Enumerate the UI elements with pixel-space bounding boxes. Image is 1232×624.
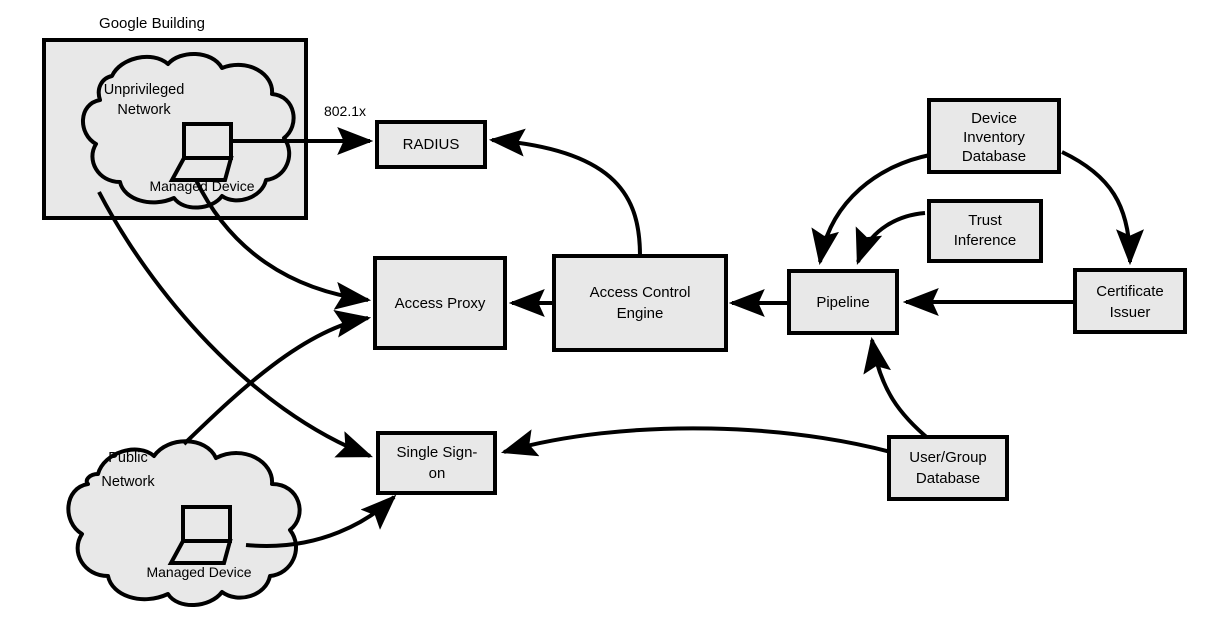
node-single-sign-on: Single Sign- on (376, 431, 497, 495)
edge-public-network-to-access-proxy (182, 309, 372, 446)
managed-device-icon-2 (167, 505, 233, 565)
edge-unprivileged-device-to-access-proxy (194, 179, 372, 310)
node-user-group-database: User/Group Database (887, 435, 1009, 501)
trust-inference-box (927, 199, 1043, 263)
edge-device-inventory-to-pipeline (811, 153, 931, 266)
public-network-label-line2: Network (101, 474, 155, 490)
single-sign-on-box (376, 431, 497, 495)
access-control-engine-label-line2: Engine (617, 305, 664, 322)
user-group-database-box (887, 435, 1009, 501)
edge-ace-to-radius (488, 128, 642, 257)
cloud-unprivileged-network: Unprivileged Network Managed Device (81, 51, 296, 210)
radius-box (375, 120, 487, 169)
unprivileged-network-label-line2: Network (117, 102, 171, 118)
single-sign-on-label-line1: Single Sign- (397, 444, 478, 461)
node-device-inventory-database: Device Inventory Database (927, 98, 1061, 174)
managed-device-icon-1 (168, 122, 234, 182)
edge-building-to-single-sign-on (97, 191, 373, 458)
edge-public-device-to-single-sign-on (245, 494, 397, 548)
unprivileged-network-label-line1: Unprivileged (104, 82, 185, 98)
edge-device-inventory-to-certificate-issuer (1061, 150, 1144, 266)
unprivileged-managed-device-label: Managed Device (149, 178, 254, 194)
edge-label-802-1x: 802.1x (324, 103, 366, 119)
user-group-database-label-line2: Database (916, 470, 980, 487)
access-proxy-box (373, 256, 507, 350)
device-inventory-database-label-line2: Inventory (963, 129, 1025, 146)
single-sign-on-label-line2: on (429, 465, 446, 482)
access-proxy-label: Access Proxy (395, 295, 486, 312)
node-access-control-engine: Access Control Engine (552, 254, 728, 352)
node-certificate-issuer: Certificate Issuer (1073, 268, 1187, 334)
pipeline-box (787, 269, 899, 335)
public-network-label-line1: Public (108, 450, 148, 466)
cloud-public-network: Public Network Managed Device (66, 439, 302, 608)
user-group-database-label-line1: User/Group (909, 449, 987, 466)
node-radius: RADIUS (375, 120, 487, 169)
edge-user-group-to-pipeline (863, 336, 932, 442)
node-pipeline: Pipeline (787, 269, 899, 335)
trust-inference-label-line1: Trust (968, 212, 1002, 229)
edge-user-group-to-single-sign-on (500, 426, 925, 464)
device-inventory-database-box (927, 98, 1061, 174)
device-inventory-database-label-line1: Device (971, 110, 1017, 127)
certificate-issuer-label-line1: Certificate (1096, 283, 1164, 300)
access-control-engine-label-line1: Access Control (590, 284, 691, 301)
node-trust-inference: Trust Inference (927, 199, 1043, 263)
pipeline-label: Pipeline (816, 294, 869, 311)
certificate-issuer-box (1073, 268, 1187, 334)
radius-label: RADIUS (403, 136, 460, 153)
public-managed-device-label: Managed Device (146, 564, 251, 580)
google-building-label: Google Building (99, 15, 205, 32)
edge-trust-inference-to-pipeline (855, 211, 926, 266)
device-inventory-database-label-line3: Database (962, 148, 1026, 165)
node-access-proxy: Access Proxy (373, 256, 507, 350)
access-control-engine-box (552, 254, 728, 352)
trust-inference-label-line2: Inference (954, 232, 1017, 249)
certificate-issuer-label-line2: Issuer (1110, 304, 1151, 321)
